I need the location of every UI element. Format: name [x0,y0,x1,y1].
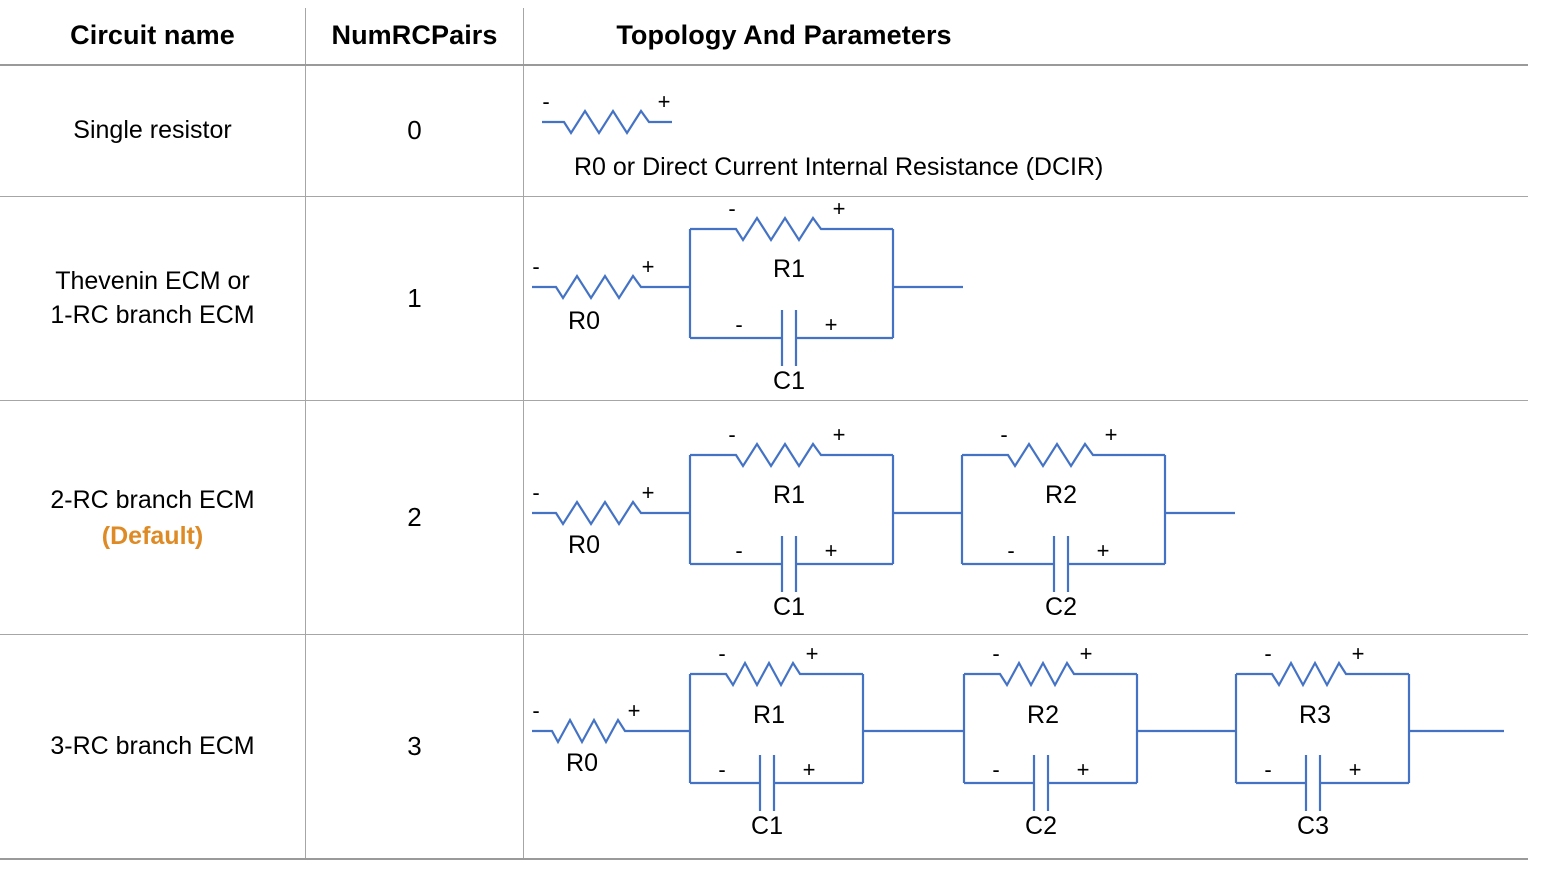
row-3-branch-2-capacitor-label: C3 [1297,812,1329,840]
polarity-positive-label: + [658,89,671,114]
row-0-caption: R0 or Direct Current Internal Resistance… [574,153,1103,181]
row-3-circuit-name-cell: 3-RC branch ECM [0,635,305,858]
row-1-circuit-name-line2: 1-RC branch ECM [50,300,255,329]
row-0-num-rc-pairs: 0 [407,115,422,145]
c2-polarity-negative: - [1007,538,1014,563]
row-3-branch-0-resistor-label: R1 [753,701,785,729]
r2-polarity-positive: + [1105,422,1118,447]
rc-branch-1 [688,215,963,366]
row-2-circuit-name: 2-RC branch ECM [50,486,255,515]
r0-polarity-negative: - [532,698,539,723]
r0-polarity-positive: + [642,480,655,505]
row-2-circuit-name-cell: 2-RC branch ECM (Default) [0,401,305,634]
row-0-topology-diagram: - + R0 or Direct Current Internal Resist… [524,65,1548,196]
r2-polarity-negative: - [1000,422,1007,447]
row-1-series-resistor-label: R0 [568,307,600,335]
r1-polarity-negative: - [718,641,725,666]
c3-polarity-positive: + [1349,757,1362,782]
header-label-topology: Topology And Parameters [616,20,952,51]
r1-polarity-positive: + [833,196,846,221]
r0-polarity-negative: - [532,254,539,279]
row-0-num-rc-pairs-cell: 0 [306,65,523,196]
row-3-branch-0-capacitor-label: C1 [751,812,783,840]
header-cell-topology: Topology And Parameters [524,8,1044,64]
polarity-negative-label: - [542,89,549,114]
row-2-branch-1-resistor-label: R2 [1045,481,1077,509]
row-1-circuit-name-line1: Thevenin ECM or [55,266,250,295]
c1-polarity-positive: + [803,757,816,782]
series-resistor-r0 [532,273,690,301]
rc-branch-2 [962,660,1139,811]
row-0-circuit-name-cell: Single resistor [0,65,305,196]
row-3-circuit-name: 3-RC branch ECM [50,731,255,760]
rc-branch-2 [960,441,1235,592]
header-cell-num-rc-pairs: NumRCPairs [306,8,523,64]
r2-polarity-negative: - [992,641,999,666]
c1-polarity-negative: - [735,538,742,563]
row-0-circuit-name: Single resistor [73,115,232,144]
row-1-circuit-name-cell: Thevenin ECM or 1-RC branch ECM [0,197,305,400]
c3-polarity-negative: - [1264,757,1271,782]
c1-polarity-negative: - [718,757,725,782]
resistor-symbol-dcir [542,108,672,136]
row-3-branch-2-resistor-label: R3 [1299,701,1331,729]
row-3-branch-1-capacitor-label: C2 [1025,812,1057,840]
c1-polarity-negative: - [735,312,742,337]
series-resistor-r0 [532,499,690,527]
row-1-num-rc-pairs: 1 [407,283,422,313]
c2-polarity-positive: + [1097,538,1110,563]
c2-polarity-negative: - [992,757,999,782]
column-divider-2 [523,8,524,860]
header-label-circuit-name: Circuit name [70,20,235,51]
table-bottom-border [0,858,1528,860]
row-2-num-rc-pairs: 2 [407,502,422,532]
r3-polarity-negative: - [1264,641,1271,666]
r1-polarity-positive: + [833,422,846,447]
r1-polarity-negative: - [728,196,735,221]
row-3-series-resistor-label: R0 [566,749,598,777]
row-1-topology-diagram: - + R0 [524,196,1548,400]
row-1-circuit-name: Thevenin ECM or 1-RC branch ECM [50,265,254,333]
rc-branch-3 [1234,660,1504,811]
c1-polarity-positive: + [825,538,838,563]
r1-polarity-positive: + [806,641,819,666]
row-1-branch-0-capacitor-label: C1 [773,367,805,395]
rc-branch-1 [688,660,865,811]
r1-polarity-negative: - [728,422,735,447]
header-bottom-border [0,64,1528,66]
r0-polarity-positive: + [642,254,655,279]
r0-polarity-negative: - [532,480,539,505]
row-1-branch-0-resistor-label: R1 [773,255,805,283]
row-2-topology-diagram: - + R0 - + R1 - + C1 [524,401,1548,634]
row-divider-1 [0,196,1528,197]
row-2-branch-1-capacitor-label: C2 [1045,593,1077,621]
row-3-topology-diagram: - + R0 - + R1 - + C1 [524,635,1548,858]
row-2-num-rc-pairs-cell: 2 [306,401,523,634]
row-1-num-rc-pairs-cell: 1 [306,197,523,400]
header-label-num-rc-pairs: NumRCPairs [331,20,498,51]
row-3-num-rc-pairs-cell: 3 [306,635,523,858]
row-2-series-resistor-label: R0 [568,531,600,559]
row-divider-2 [0,400,1528,401]
row-3-num-rc-pairs: 3 [407,731,422,761]
column-divider-1 [305,8,306,860]
rc-branch-1 [688,441,895,592]
header-cell-circuit-name: Circuit name [0,8,305,64]
r0-polarity-positive: + [628,698,641,723]
r2-polarity-positive: + [1080,641,1093,666]
c1-polarity-positive: + [825,312,838,337]
series-resistor-r0 [532,717,690,745]
row-2-branch-0-resistor-label: R1 [773,481,805,509]
r3-polarity-positive: + [1352,641,1365,666]
row-2-default-badge: (Default) [101,521,204,550]
row-divider-3 [0,634,1528,635]
c2-polarity-positive: + [1077,757,1090,782]
row-3-branch-1-resistor-label: R2 [1027,701,1059,729]
row-2-branch-0-capacitor-label: C1 [773,593,805,621]
